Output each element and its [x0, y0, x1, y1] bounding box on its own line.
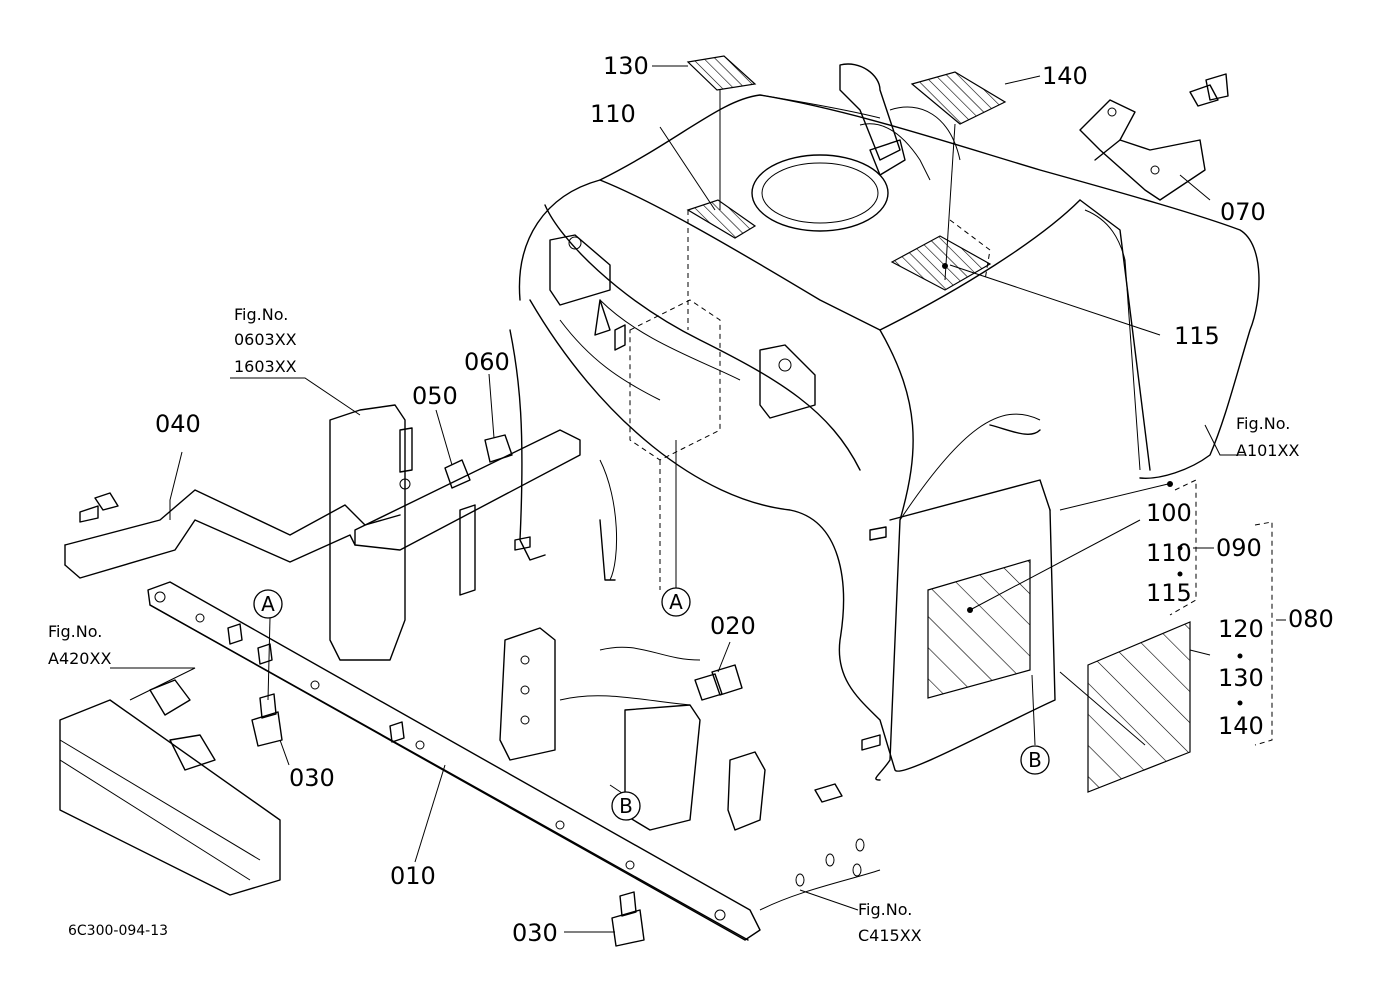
bolt-030-upper [251, 693, 283, 747]
group-080-bracket [1254, 521, 1273, 746]
lower-frame [499, 627, 881, 911]
fig-ref-a101: Fig.No. A101XX [1236, 414, 1299, 460]
svg-text:C415XX: C415XX [858, 926, 922, 945]
sticker-140-top [910, 71, 1007, 125]
svg-text:B: B [1028, 748, 1042, 772]
label-100: 100 [1146, 499, 1192, 527]
fig-ref-0603: Fig.No. 0603XX 1603XX [234, 305, 297, 376]
label-115-group: 115 [1146, 579, 1192, 607]
svg-text:1603XX: 1603XX [234, 357, 297, 376]
side-sticker [927, 559, 1031, 699]
group-090-bracket [1169, 479, 1197, 616]
label-115-top: 115 [1174, 322, 1220, 350]
label-120: 120 [1218, 615, 1264, 643]
label-130-top: 130 [603, 52, 649, 80]
label-030-lower: 030 [512, 919, 558, 947]
sticker-130-top [686, 55, 757, 91]
svg-text:B: B [619, 794, 633, 818]
drawing-code: 6C300-094-13 [68, 923, 168, 939]
svg-text:Fig.No.: Fig.No. [48, 622, 102, 641]
leader-lines [110, 65, 1286, 933]
hood-body [459, 63, 1260, 781]
svg-text:0603XX: 0603XX [234, 330, 297, 349]
label-040: 040 [155, 410, 201, 438]
bar-010 [147, 581, 761, 941]
svg-text:A101XX: A101XX [1236, 441, 1299, 460]
label-110-top: 110 [590, 100, 636, 128]
bracket-040 [64, 489, 401, 579]
label-090: 090 [1216, 534, 1262, 562]
svg-text:Fig.No.: Fig.No. [1236, 414, 1290, 433]
fig-ref-c415: Fig.No. C415XX [858, 900, 922, 945]
label-140-top: 140 [1042, 62, 1088, 90]
label-050: 050 [412, 382, 458, 410]
label-140-group: 140 [1218, 712, 1264, 740]
fig-ref-a420: Fig.No. A420XX [48, 622, 111, 668]
svg-text:Fig.No.: Fig.No. [234, 305, 288, 324]
sticker-110-top [686, 199, 757, 239]
radiator [59, 679, 281, 896]
marker-a-center: A [661, 587, 691, 617]
fitting-020 [694, 664, 743, 701]
bolt-030-lower [611, 891, 645, 947]
label-080: 080 [1288, 605, 1334, 633]
marker-b-lower: B [611, 791, 641, 821]
label-070: 070 [1220, 198, 1266, 226]
label-020: 020 [710, 612, 756, 640]
loose-sticker [1087, 621, 1191, 793]
label-130-group: 130 [1218, 664, 1264, 692]
support-arm [329, 404, 581, 661]
label-060: 060 [464, 348, 510, 376]
label-110-group: 110 [1146, 539, 1192, 567]
bracket-070 [1079, 73, 1229, 201]
sticker-115-top [890, 235, 992, 291]
marker-a-left: A [253, 589, 283, 619]
label-030-upper: 030 [289, 764, 335, 792]
svg-text:A420XX: A420XX [48, 649, 111, 668]
svg-text:Fig.No.: Fig.No. [858, 900, 912, 919]
svg-text:A: A [669, 590, 683, 614]
svg-text:A: A [261, 592, 275, 616]
label-010: 010 [390, 862, 436, 890]
marker-b-right: B [1020, 745, 1050, 775]
